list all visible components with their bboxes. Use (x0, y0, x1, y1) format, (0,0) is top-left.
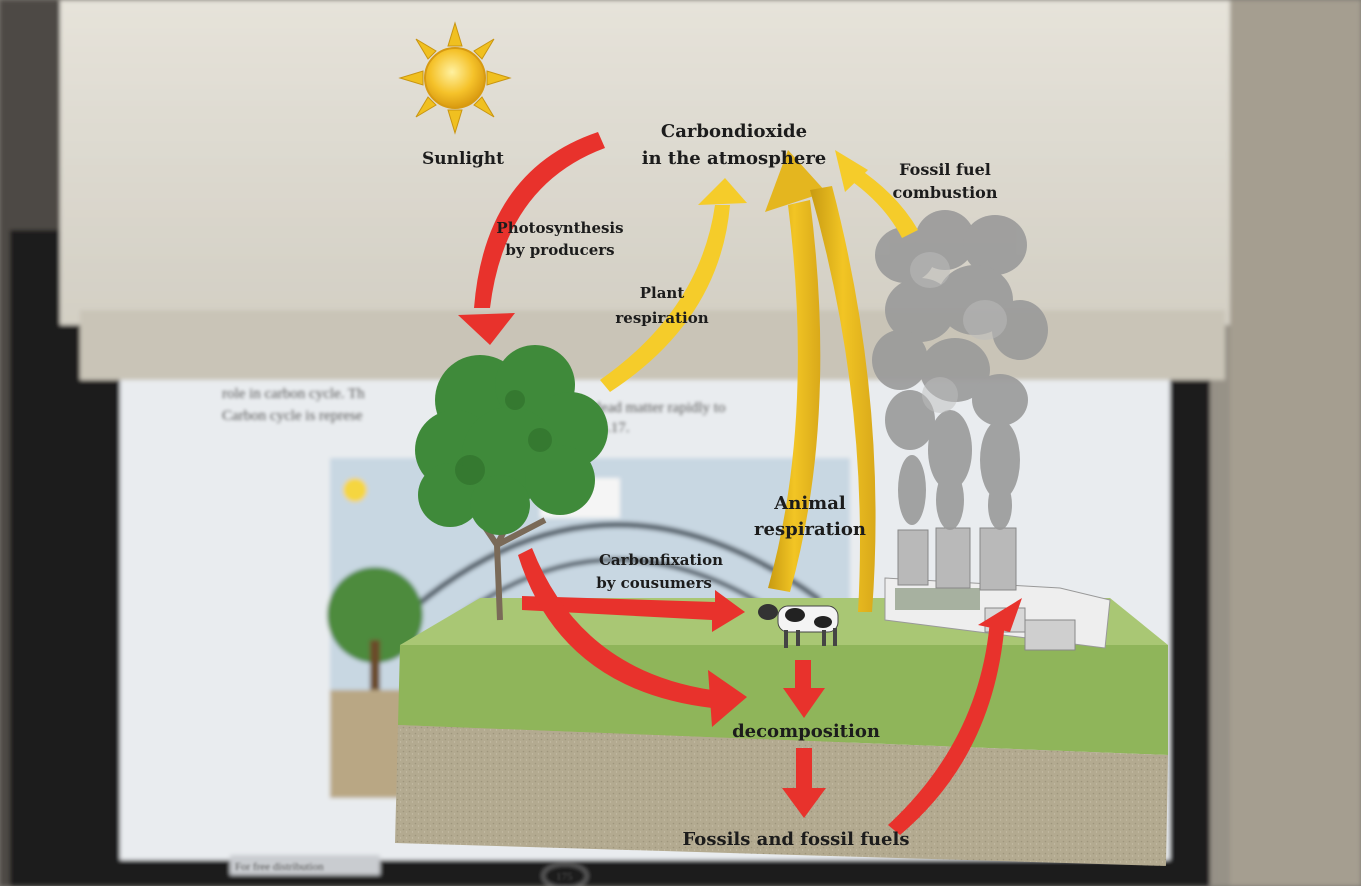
tree-icon (415, 345, 608, 621)
photosynthesis-arrow (474, 132, 605, 308)
fossil-to-factory-arrow (888, 620, 1005, 835)
photosynthesis-arrowhead (458, 313, 515, 345)
label-animal-respiration-line1: Animal (773, 493, 846, 514)
yellow-arrows (600, 150, 918, 612)
cow-icon (758, 604, 839, 648)
label-carbonfixation-line2: by cousumers (596, 574, 712, 592)
bg-text-line1: role in carbon cycle. Th (222, 386, 365, 402)
carbonfixation-arrow (522, 590, 745, 632)
fossil-combustion-arrow (850, 168, 918, 238)
factory-icon (884, 527, 1111, 651)
bg-footer-text: For free distribution (235, 861, 324, 873)
label-fossil-combustion-line1: Fossil fuel (899, 160, 991, 179)
label-fossils: Fossils and fossil fuels (683, 829, 910, 850)
bg-text-line2: Carbon cycle is represe (222, 408, 363, 424)
diagram-labels: Sunlight Carbondioxide in the atmosphere… (422, 121, 998, 850)
label-photosynthesis-line2: by producers (505, 241, 614, 259)
label-plant-respiration-line2: respiration (615, 309, 708, 327)
label-plant-respiration-line1: Plant (640, 284, 685, 302)
animal-respiration-arrow (768, 200, 821, 592)
tree-to-decomposition-arrow (518, 548, 712, 708)
sun-icon (398, 21, 512, 135)
label-carbonfixation-line1: Carbonfixation (599, 551, 723, 569)
label-co2-line1: Carbondioxide (661, 121, 807, 142)
bg-page-number: 175 (556, 871, 573, 883)
label-fossil-combustion-line2: combustion (893, 183, 998, 202)
label-animal-respiration-line2: respiration (754, 519, 866, 540)
label-photosynthesis-line1: Photosynthesis (496, 219, 623, 237)
label-decomposition: decomposition (732, 721, 880, 742)
label-sunlight: Sunlight (422, 149, 504, 169)
plant-respiration-arrow (600, 205, 730, 392)
label-co2-line2: in the atmosphere (642, 148, 827, 169)
red-arrows (458, 132, 1022, 835)
bg-text-line1b: in dead matter rapidly to (578, 400, 725, 416)
